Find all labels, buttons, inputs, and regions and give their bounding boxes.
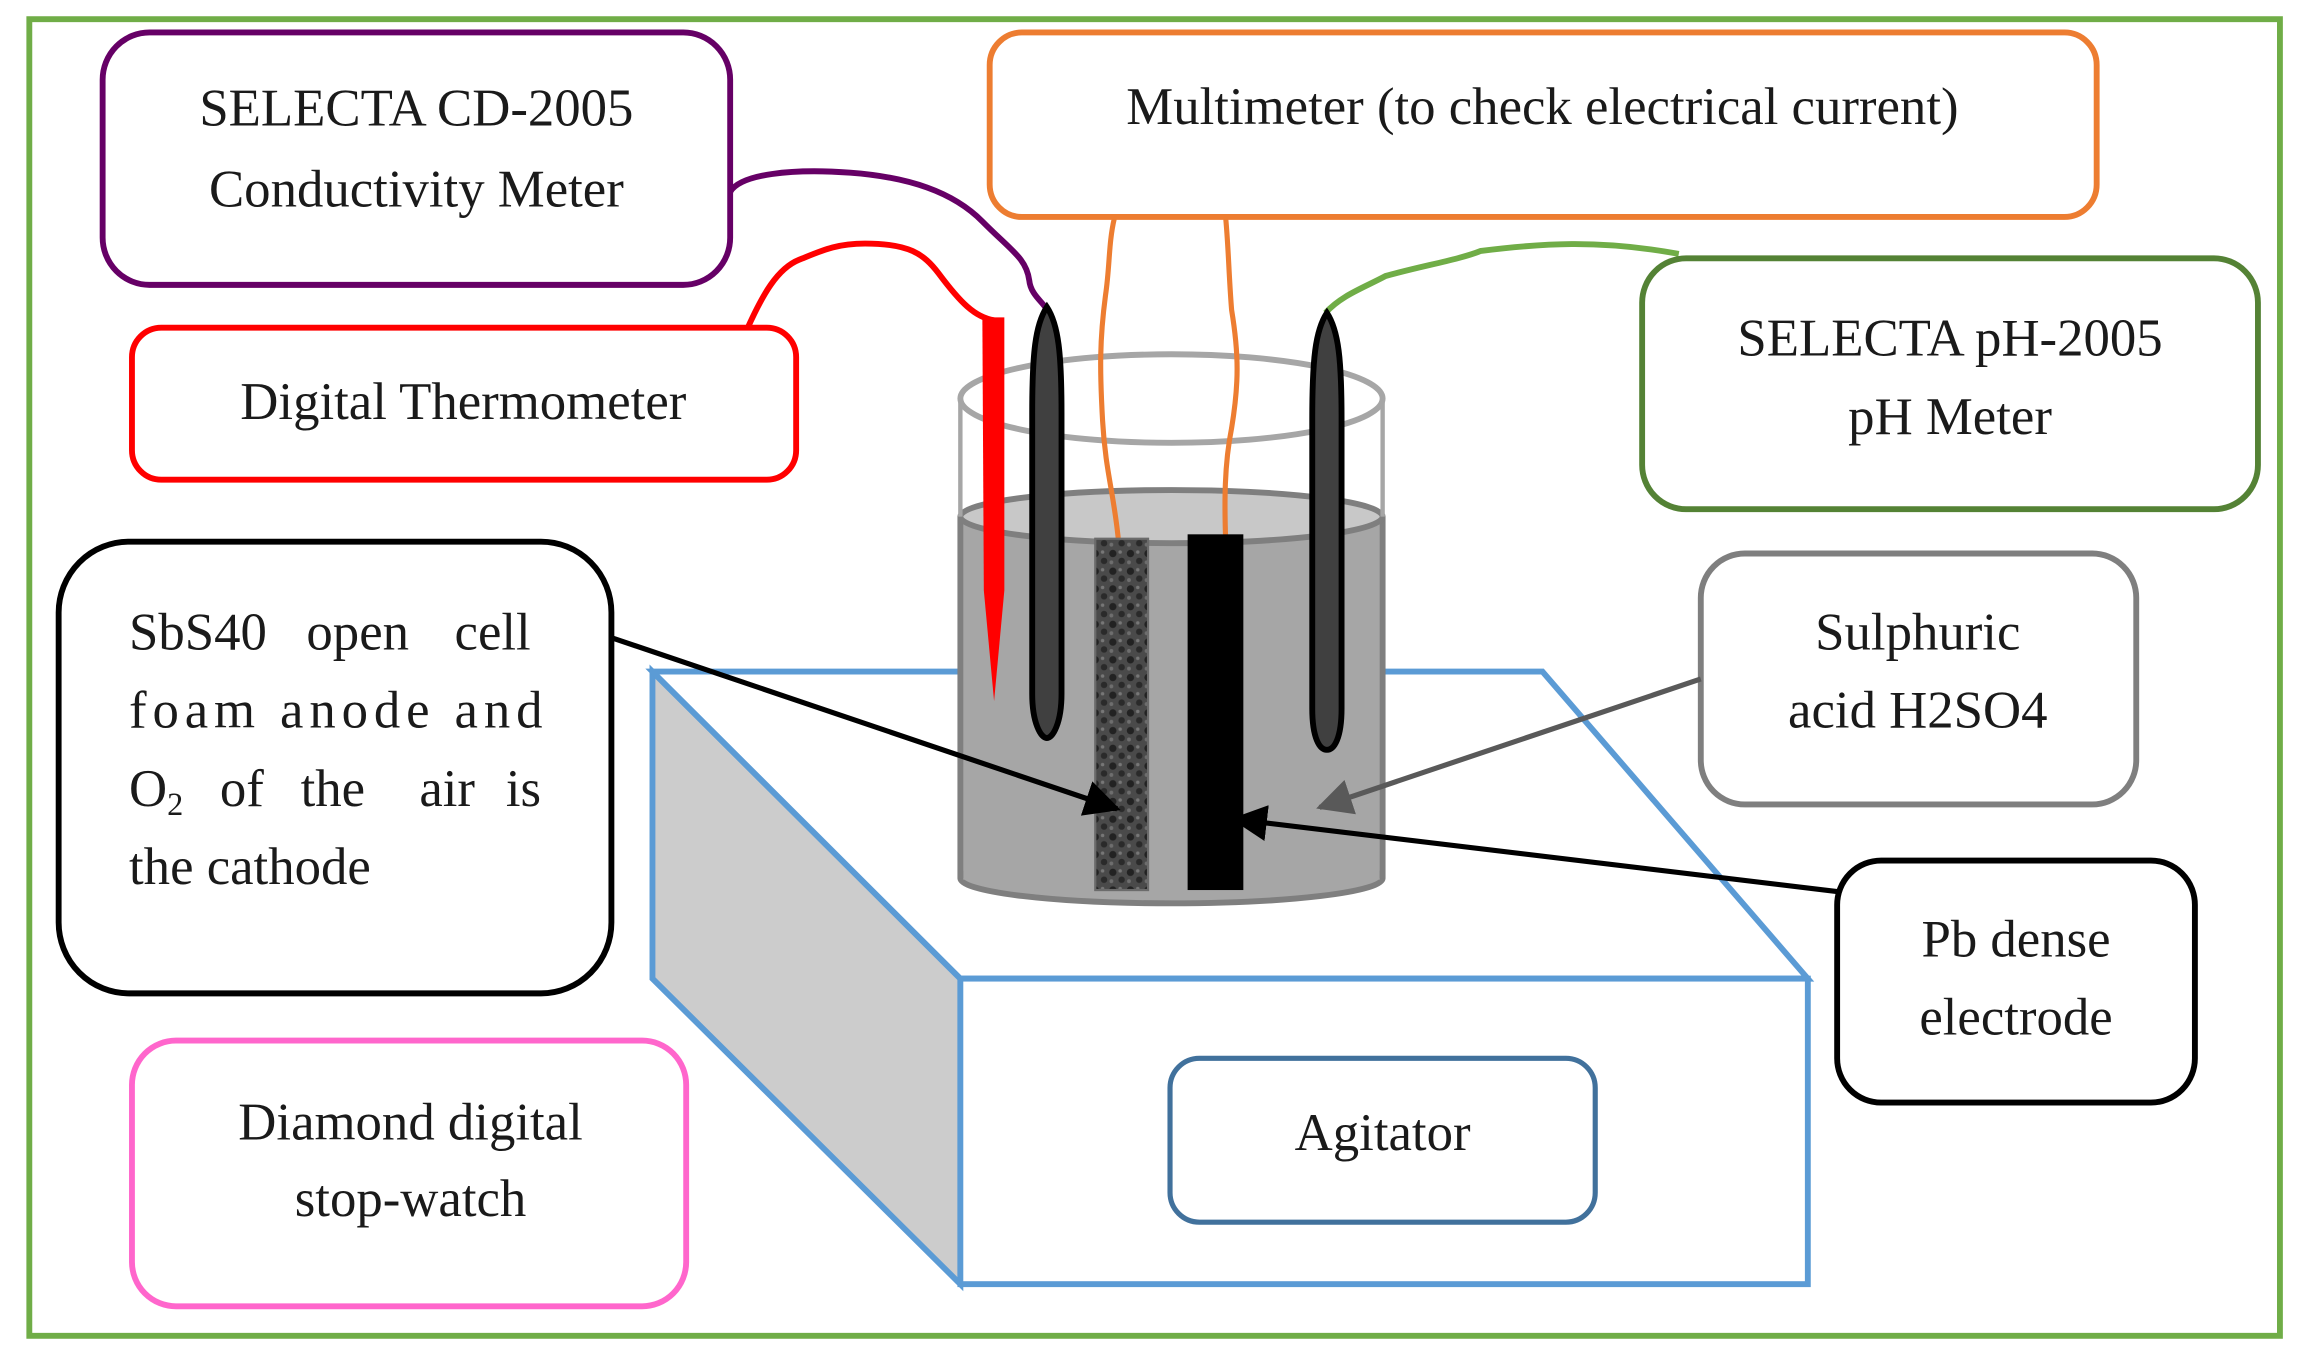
anode-line1: SbS40 open cell [129, 603, 531, 661]
anode-cathode-label: SbS40 open cell foam anode and O2 of the… [55, 538, 615, 997]
multimeter-label: Multimeter (to check electrical current) [986, 29, 2100, 220]
pb-electrode-label: Pb dense electrode [1834, 857, 2198, 1106]
agitator-front-face [957, 975, 1811, 1288]
agitator-label-box [1167, 1055, 1598, 1225]
thermometer-line1: Digital Thermometer [240, 373, 686, 431]
stopwatch-label: Diamond digital stop-watch [129, 1037, 690, 1310]
pb-pointer-arrow [1230, 805, 1838, 895]
stopwatch-line2: stop-watch [295, 1170, 527, 1228]
anode-line2: foam anode and [129, 682, 542, 740]
stopwatch-line1: Diamond digital [238, 1093, 582, 1151]
multimeter-wire-right [1222, 218, 1240, 544]
beaker-rim [957, 351, 1386, 446]
conductivity-meter-label: SELECTA CD-2005 Conductivity Meter [99, 29, 734, 288]
foam-anode-electrode [1094, 537, 1150, 892]
anode-pointer-arrow [610, 635, 1121, 816]
pb-line2: electrode [1919, 989, 2112, 1047]
sulphuric-acid-label: Sulphuric acid H2SO4 [1697, 550, 2140, 808]
conductivity-line1: SELECTA CD-2005 [199, 79, 633, 137]
thermometer-probe [982, 317, 1005, 702]
ph-probe [1309, 307, 1345, 753]
multimeter-line1: Multimeter (to check electrical current) [1126, 78, 1958, 136]
conductivity-wire [727, 168, 1050, 312]
conductivity-probe [1029, 301, 1065, 741]
ph-wire [1323, 241, 1680, 315]
ph-meter-label: SELECTA pH-2005 pH Meter [1639, 255, 2261, 513]
multimeter-wire-left [1098, 217, 1122, 544]
anode-line3: O2 of the air is [129, 760, 541, 827]
pb-dense-electrode [1187, 534, 1244, 891]
ph-meter-line2: pH Meter [1848, 388, 2052, 446]
anode-line4: the cathode [129, 838, 371, 896]
digital-thermometer-label: Digital Thermometer [129, 324, 800, 483]
conductivity-line2: Conductivity Meter [209, 160, 624, 218]
acid-pointer-arrow [1316, 676, 1702, 815]
ph-meter-line1: SELECTA pH-2005 [1737, 310, 2162, 368]
acid-line1: Sulphuric [1815, 603, 2020, 661]
pb-line1: Pb dense [1921, 910, 2110, 968]
thermometer-wire [745, 240, 995, 329]
acid-line2: acid H2SO4 [1788, 682, 2047, 740]
agitator-label: Agitator [1295, 1104, 1471, 1162]
